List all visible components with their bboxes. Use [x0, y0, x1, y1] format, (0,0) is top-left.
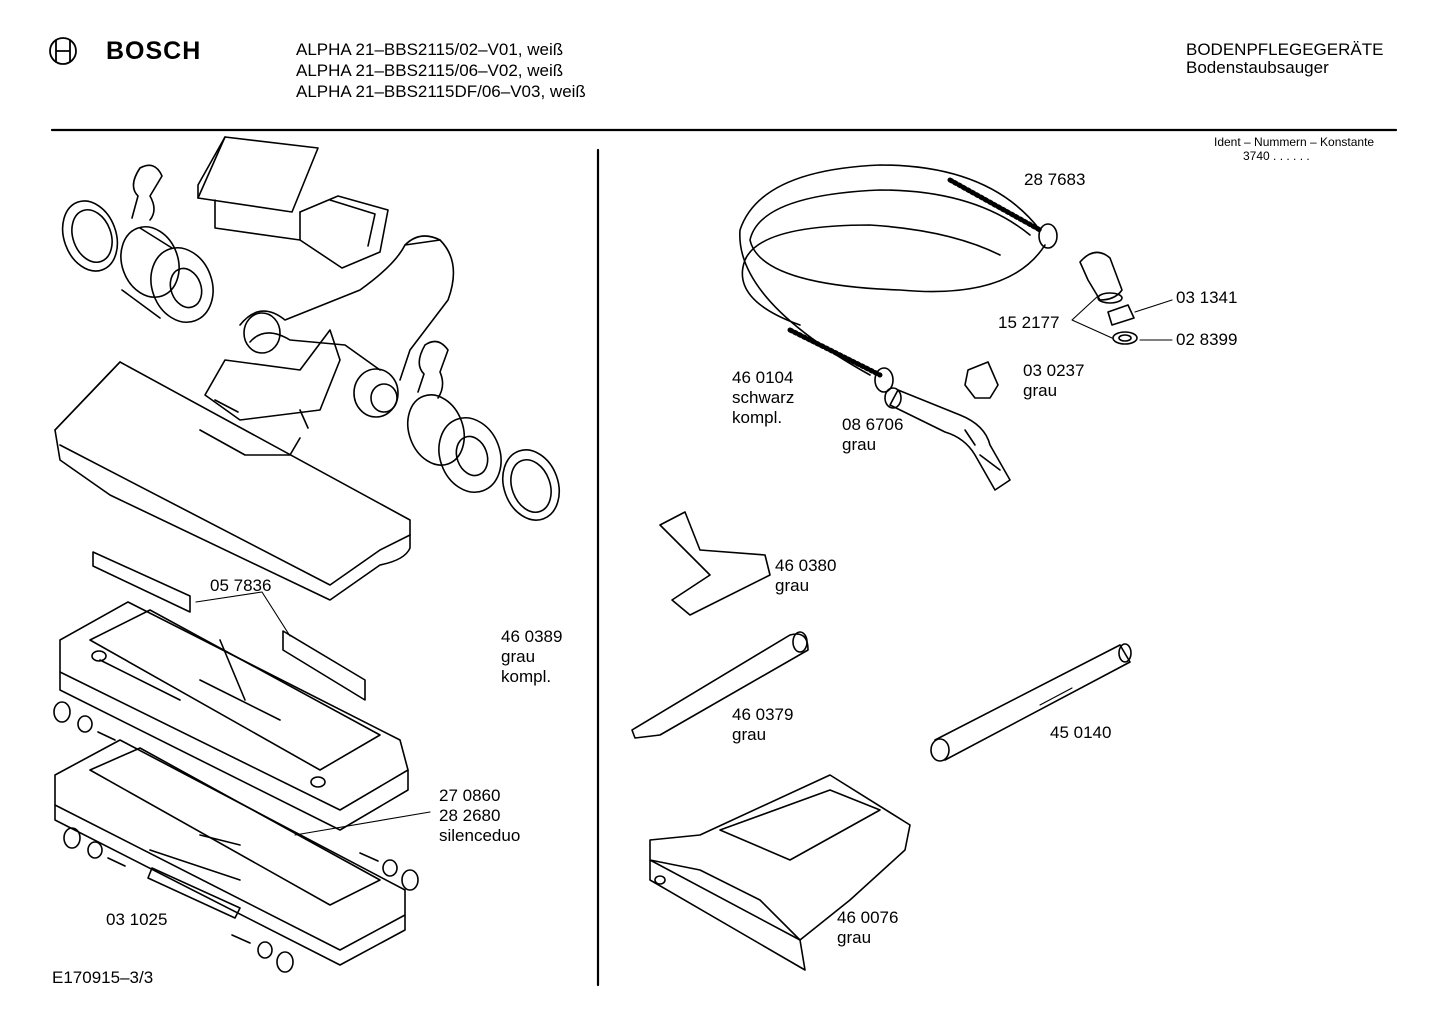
swivel-joint-icon: [204, 235, 455, 429]
part-label-460389: 46 0389 grau kompl.: [501, 627, 562, 687]
part-label-057836: 05 7836: [210, 576, 272, 595]
part-label-460380: 46 0380 grau: [775, 556, 836, 596]
felt-strip-icon: [147, 867, 241, 919]
part-color: grau: [837, 928, 872, 947]
part-label-031341: 03 1341: [1176, 288, 1238, 307]
part-number: 46 0389: [501, 627, 563, 646]
axle-set-icon: [53, 701, 419, 973]
brand-name: BOSCH: [106, 37, 202, 65]
part-label-460379: 46 0379 grau: [732, 705, 793, 745]
part-number: 46 0104: [732, 368, 794, 387]
part-label-031025: 03 1025: [106, 910, 168, 929]
part-label-460104: 46 0104 schwarz kompl.: [732, 368, 794, 428]
hose-icon: [739, 164, 1058, 393]
category-title: BODENPFLEGEGERÄTE: [1186, 40, 1384, 59]
part-note: kompl.: [732, 408, 783, 427]
model-line-1: ALPHA 21–BBS2115/02–V01, weiß: [296, 40, 564, 59]
part-number: 46 0379: [732, 705, 794, 724]
part-color: schwarz: [732, 388, 795, 407]
part-color: grau: [775, 576, 810, 595]
leader-lines-right: [1039, 295, 1173, 706]
sole-plate-icon: [59, 601, 409, 831]
parking-holder-icon: [649, 774, 911, 971]
ident-value: 3740 . . . . . .: [1243, 149, 1310, 163]
crevice-tool-icon: [631, 631, 809, 739]
part-label-287683: 28 7683: [1024, 170, 1086, 189]
wire-clip-icon: [131, 164, 449, 399]
part-color: grau: [501, 647, 536, 666]
part-label-270860: 27 0860 28 2680 silenceduo: [439, 786, 520, 846]
leader-lines-left: [195, 591, 431, 836]
part-number: 27 0860: [439, 786, 501, 805]
ident-label: Ident – Nummern – Konstante: [1214, 135, 1375, 149]
upholstery-nozzle-icon: [659, 511, 771, 616]
part-label-028399: 02 8399: [1176, 330, 1238, 349]
bristle-strip-icon: [92, 551, 366, 701]
wheel-ring-icon: [61, 200, 561, 521]
part-color: grau: [1023, 381, 1058, 400]
part-note: kompl.: [501, 667, 552, 686]
drawing-id: E170915–3/3: [52, 968, 154, 987]
part-label-152177: 15 2177: [998, 313, 1060, 332]
model-line-3: ALPHA 21–BBS2115DF/06–V03, weiß: [296, 82, 586, 101]
part-note: silenceduo: [439, 826, 521, 845]
part-number: 46 0380: [775, 556, 837, 575]
floor-nozzle-cover-icon: [197, 136, 389, 269]
part-number: 46 0076: [837, 908, 899, 927]
part-label-460076: 46 0076 grau: [837, 908, 898, 948]
extension-tube-icon: [930, 643, 1132, 762]
small-clip-icon: [964, 304, 1138, 399]
wheel-roller-icon: [120, 226, 502, 493]
part-color: grau: [842, 435, 877, 454]
part-number-alt: 28 2680: [439, 806, 501, 825]
handle-tube-icon: [884, 387, 1011, 491]
bosch-logo-icon: [49, 37, 77, 65]
part-number: 08 6706: [842, 415, 904, 434]
part-label-030237: 03 0237 grau: [1023, 361, 1084, 401]
part-label-086706: 08 6706 grau: [842, 415, 903, 455]
part-color: grau: [732, 725, 767, 744]
elbow-connector-icon: [1079, 251, 1123, 304]
model-line-2: ALPHA 21–BBS2115/06–V02, weiß: [296, 61, 564, 80]
part-number: 03 0237: [1023, 361, 1085, 380]
base-plate-icon: [54, 739, 406, 966]
nozzle-housing-icon: [54, 361, 411, 601]
category-subtitle: Bodenstaubsauger: [1186, 58, 1329, 77]
part-label-450140: 45 0140: [1050, 723, 1112, 742]
